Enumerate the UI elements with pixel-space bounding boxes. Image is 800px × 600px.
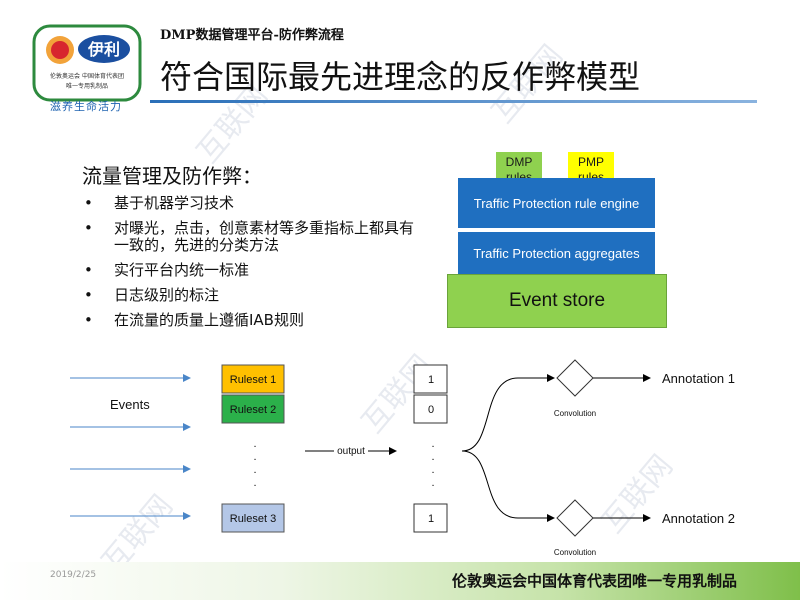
ellipsis-dot: .: [431, 438, 434, 450]
events-label: Events: [110, 397, 150, 412]
ruleset-3-label: Ruleset 3: [230, 513, 276, 525]
page-title: 符合国际最先进理念的反作弊模型: [160, 58, 641, 96]
convolution-2-label: Convolution: [554, 548, 596, 557]
svg-text:伦敦奥运会 中国体育代表团: 伦敦奥运会 中国体育代表团: [50, 72, 124, 80]
aggregates-block: Traffic Protection aggregates: [458, 232, 655, 274]
ellipsis-dot: .: [253, 438, 256, 450]
rule-engine-block: Traffic Protection rule engine: [458, 178, 655, 228]
section-heading: 流量管理及防作弊：: [82, 164, 262, 188]
logo-slogan: 滋养生命活力: [50, 100, 122, 113]
ellipsis-dot: .: [431, 464, 434, 476]
event-arrows: [70, 374, 191, 520]
slide-date: 2019/2/25: [50, 570, 97, 580]
svg-text:唯一专用乳制品: 唯一专用乳制品: [66, 82, 108, 90]
footer-slogan: 伦敦奥运会中国体育代表团唯一专用乳制品: [452, 572, 738, 590]
output-value-3: 1: [428, 513, 434, 525]
convolution-2-node: [556, 499, 594, 537]
bullet-item: 实行平台内统一标准: [82, 262, 422, 280]
ellipsis-dot: .: [253, 477, 256, 489]
bullet-item: 在流量的质量上遵循IAB规则: [82, 312, 422, 330]
yili-logo: 伊利 伦敦奥运会 中国体育代表团 唯一专用乳制品: [32, 24, 142, 116]
event-flow-diagram: Events Ruleset 1 Ruleset 2 . . . . Rules…: [70, 359, 735, 557]
output-value-1: 1: [428, 374, 434, 386]
output-label: output: [337, 446, 365, 457]
page-subtitle: DMP数据管理平台-防作弊流程: [160, 28, 344, 43]
ellipsis-dot: .: [431, 477, 434, 489]
output-cell-3: [413, 503, 448, 533]
title-divider: [150, 100, 757, 103]
ruleset-2-box: [221, 394, 285, 424]
bullet-item: 基于机器学习技术: [82, 195, 422, 213]
svg-text:伊利: 伊利: [87, 40, 120, 59]
ruleset-3-box: [221, 503, 285, 533]
output-cell-2: [413, 394, 448, 424]
convolution-1-node: [556, 359, 594, 397]
bullet-list: 基于机器学习技术 对曝光，点击，创意素材等多重指标上都具有一致的，先进的分类方法…: [82, 195, 422, 337]
convolution-1-label: Convolution: [554, 409, 596, 418]
ellipsis-dot: .: [253, 464, 256, 476]
annotation-1-label: Annotation 1: [662, 371, 735, 386]
ruleset-2-label: Ruleset 2: [230, 404, 276, 416]
ruleset-1-label: Ruleset 1: [230, 374, 276, 386]
ruleset-1-box: [221, 364, 285, 394]
output-value-2: 0: [428, 404, 434, 416]
footer-banner: [0, 562, 800, 600]
ellipsis-dot: .: [431, 451, 434, 463]
output-cell-1: [413, 364, 448, 394]
annotation-2-label: Annotation 2: [662, 511, 735, 526]
ellipsis-dot: .: [253, 451, 256, 463]
bullet-item: 日志级别的标注: [82, 287, 422, 305]
event-store-block: Event store: [447, 274, 667, 328]
bullet-item: 对曝光，点击，创意素材等多重指标上都具有一致的，先进的分类方法: [82, 220, 422, 254]
